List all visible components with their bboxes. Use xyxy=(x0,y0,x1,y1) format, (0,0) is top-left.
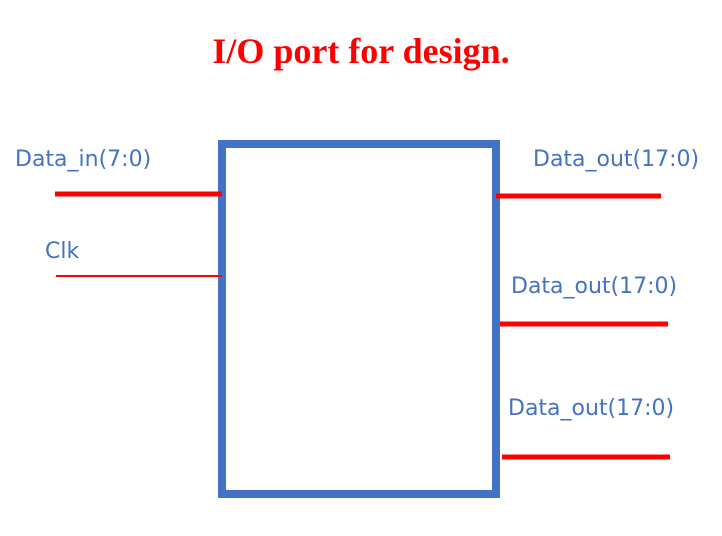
data-out-label-1: Data_out(17:0) xyxy=(533,147,700,172)
data-in-label: Data_in(7:0) xyxy=(15,147,152,172)
data-out-label-2: Data_out(17:0) xyxy=(511,274,678,299)
design-block xyxy=(218,140,500,498)
data-out-label-3: Data_out(17:0) xyxy=(508,396,675,421)
diagram-title: I/O port for design. xyxy=(212,31,510,71)
clk-label: Clk xyxy=(45,239,80,264)
